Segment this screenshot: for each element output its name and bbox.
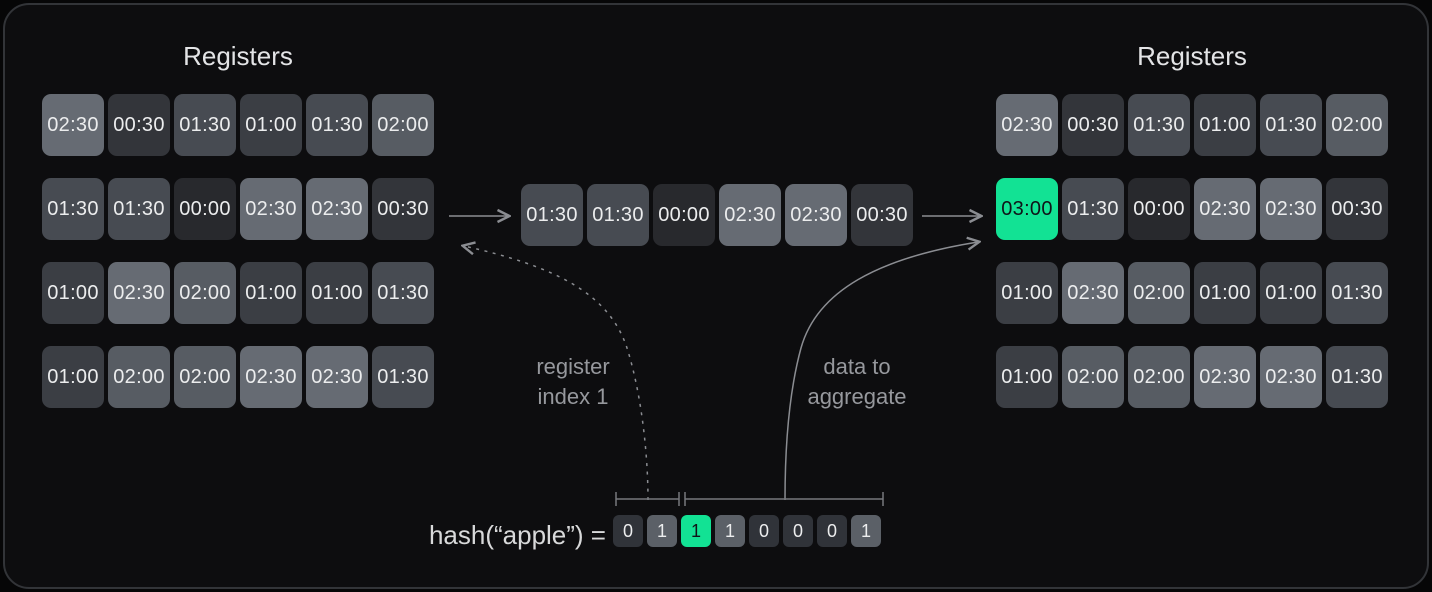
register-cell: 01:00 [1260,262,1322,324]
data-to-aggregate-label-line1: data to [823,354,891,379]
data-to-aggregate-label-line2: aggregate [807,384,907,409]
register-cell: 02:30 [42,94,104,156]
register-cell: 02:00 [174,346,236,408]
register-cell: 02:30 [240,346,302,408]
register-cell: 02:00 [1326,94,1388,156]
register-cell: 01:00 [996,346,1058,408]
register-cell: 00:00 [174,178,236,240]
register-cell: 02:30 [996,94,1058,156]
register-cell: 02:30 [719,184,781,246]
register-cell: 02:30 [785,184,847,246]
register-cell: 01:30 [306,94,368,156]
register-cell: 01:00 [306,262,368,324]
register-cell: 00:30 [851,184,913,246]
register-cell: 01:30 [372,262,434,324]
register-cell: 02:30 [1260,346,1322,408]
register-cell: 02:30 [1194,346,1256,408]
left-registers-title: Registers [183,41,293,71]
register-cell: 01:00 [996,262,1058,324]
hash-bit: 1 [647,515,677,547]
register-cell: 02:00 [108,346,170,408]
register-cell: 01:00 [42,346,104,408]
register-cell: 02:00 [1062,346,1124,408]
hash-bit: 0 [783,515,813,547]
register-cell: 02:00 [372,94,434,156]
register-cell: 02:30 [1260,178,1322,240]
register-index-label-line1: register [536,354,610,379]
register-cell: 02:00 [1128,346,1190,408]
register-index-label-line2: index 1 [537,384,609,409]
register-cell: 01:30 [1260,94,1322,156]
register-cell: 01:00 [42,262,104,324]
register-cell: 00:30 [1326,178,1388,240]
register-cell: 01:30 [1326,262,1388,324]
register-cell: 00:30 [372,178,434,240]
register-cell: 00:00 [1128,178,1190,240]
register-cell: 01:30 [174,94,236,156]
hash-bit: 1 [851,515,881,547]
register-cell: 02:00 [174,262,236,324]
register-cell: 01:00 [240,94,302,156]
hash-bit: 0 [749,515,779,547]
register-cell: 00:30 [1062,94,1124,156]
register-cell: 01:30 [587,184,649,246]
data-to-aggregate-label: data to aggregate [773,352,941,412]
register-cell: 02:30 [1062,262,1124,324]
register-cell: 00:00 [653,184,715,246]
register-cell: 02:30 [306,346,368,408]
register-cell: 02:30 [240,178,302,240]
hash-bit: 0 [817,515,847,547]
register-cell: 01:30 [1326,346,1388,408]
register-cell: 02:30 [108,262,170,324]
register-cell: 01:00 [1194,94,1256,156]
register-cell: 02:30 [306,178,368,240]
register-cell: 02:30 [1194,178,1256,240]
register-cell-highlighted: 03:00 [996,178,1058,240]
register-cell: 01:30 [108,178,170,240]
register-cell: 01:30 [372,346,434,408]
hash-bit: 1 [715,515,745,547]
right-registers-title: Registers [1137,41,1247,71]
register-cell: 01:30 [1128,94,1190,156]
register-cell: 01:30 [521,184,583,246]
hash-label: hash(“apple”) = [428,520,606,550]
register-cell: 01:30 [1062,178,1124,240]
hash-bit: 0 [613,515,643,547]
register-cell: 01:30 [42,178,104,240]
register-cell: 02:00 [1128,262,1190,324]
register-cell: 00:30 [108,94,170,156]
register-index-label: register index 1 [489,352,657,412]
hash-bit-highlighted: 1 [681,515,711,547]
register-cell: 01:00 [1194,262,1256,324]
register-cell: 01:00 [240,262,302,324]
